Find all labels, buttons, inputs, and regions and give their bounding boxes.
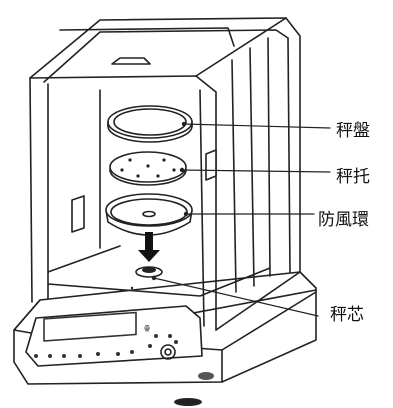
down-arrow-icon [138, 232, 160, 262]
leader-lines [153, 123, 331, 317]
draft-shield-frame [29, 17, 301, 331]
label-weighing-pan: 秤盤 [336, 121, 370, 141]
pan-spindle [130, 266, 163, 290]
label-pan-support: 秤托 [336, 167, 370, 187]
label-pan-spindle: 秤芯 [330, 305, 364, 325]
label-draft-shield-ring: 防風環 [318, 210, 369, 230]
pan-support [109, 151, 187, 186]
svg-text:ꙮ: ꙮ [144, 324, 150, 332]
draft-shield-ring [105, 193, 193, 236]
weighing-pan [107, 105, 193, 143]
chamber-floor [47, 245, 271, 297]
power-button-icon [160, 344, 176, 360]
display-screen [43, 311, 137, 342]
control-panel: ꙮ [25, 305, 203, 367]
